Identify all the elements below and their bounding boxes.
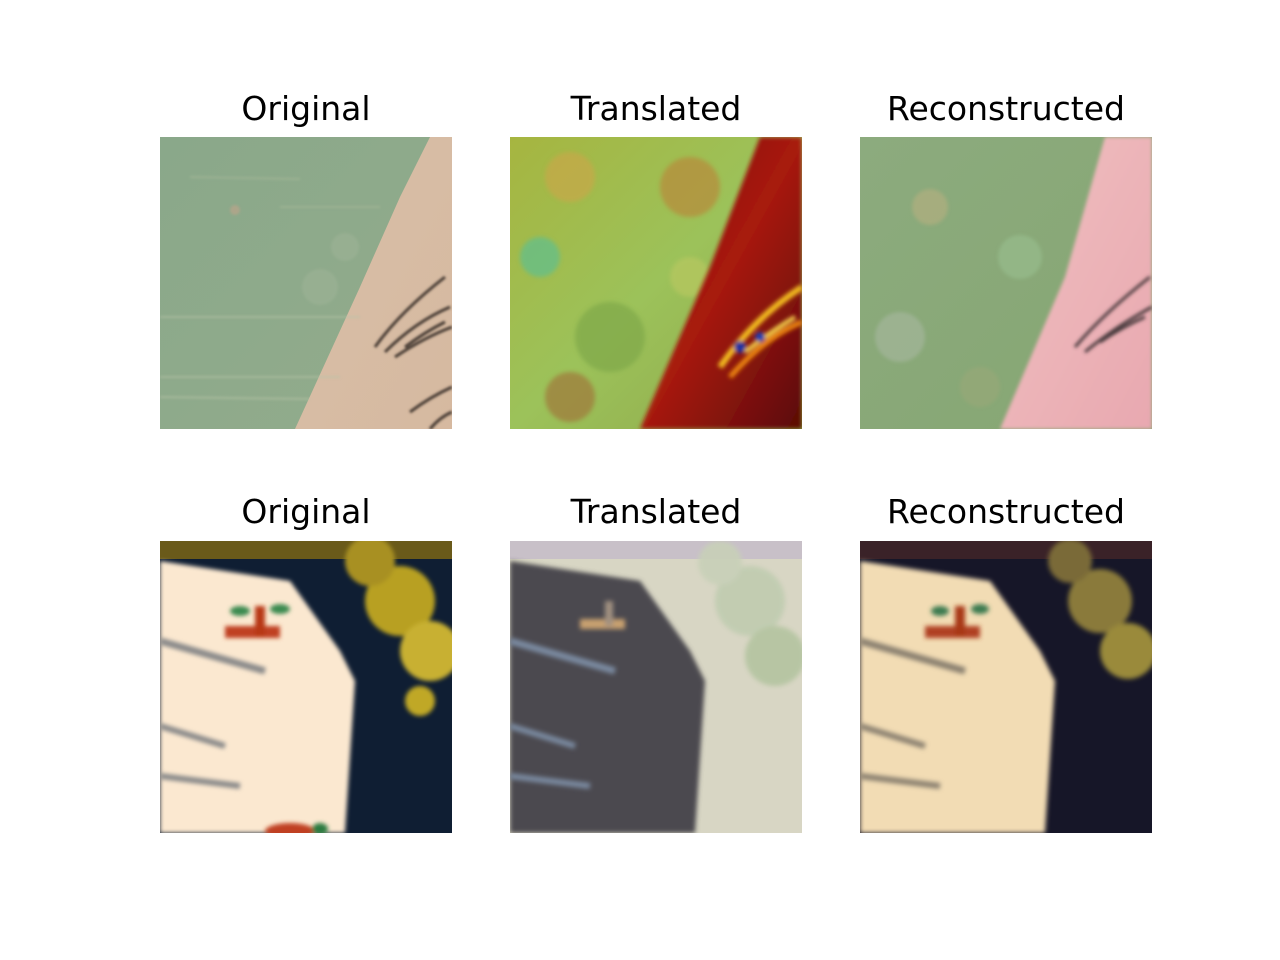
panel-title-original-1: Original [241,89,371,128]
panel-title-reconstructed-1: Reconstructed [887,89,1125,128]
image-reconstructed-2 [860,541,1152,833]
panel-title-reconstructed-2: Reconstructed [887,492,1125,531]
image-original-2 [160,541,452,833]
panel-title-original-2: Original [241,492,371,531]
image-translated-2 [510,541,802,833]
panel-title-translated-2: Translated [570,492,742,531]
image-reconstructed-1 [860,137,1152,429]
panel-title-translated-1: Translated [570,89,742,128]
image-original-1 [160,137,452,429]
image-translated-1 [510,137,802,429]
